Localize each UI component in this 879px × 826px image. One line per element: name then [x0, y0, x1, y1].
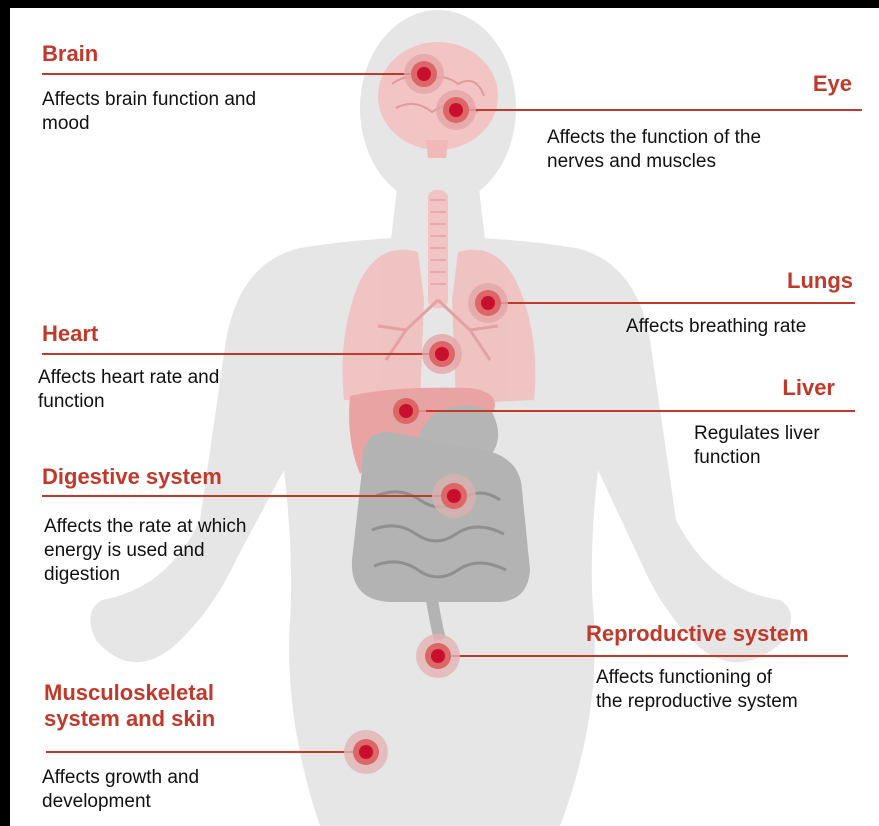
lungs-description: Affects breathing rate [626, 315, 806, 339]
eye-marker-icon [436, 90, 476, 130]
lungs-marker-icon [468, 283, 508, 323]
reproductive-description: Affects functioning of the reproductive … [596, 666, 798, 714]
brain-title: Brain [42, 41, 98, 67]
heart-marker-icon [422, 334, 462, 374]
eye-description: Affects the function of the nerves and m… [547, 126, 761, 174]
brain-description: Affects brain function and mood [42, 88, 256, 136]
heart-description: Affects heart rate and function [38, 366, 219, 414]
digestive-title: Digestive system [42, 464, 222, 490]
musculoskeletal-marker-icon [344, 730, 388, 774]
digestive-description: Affects the rate at which energy is used… [44, 515, 246, 587]
reproductive-title: Reproductive system [586, 621, 809, 647]
reproductive-marker-icon [416, 634, 460, 678]
liver-description: Regulates liver function [694, 422, 820, 470]
eye-title: Eye [813, 71, 852, 97]
trachea [428, 190, 448, 308]
digestive-marker-icon [432, 474, 476, 518]
lungs-title: Lungs [787, 268, 853, 294]
liver-title: Liver [782, 375, 835, 401]
musculoskeletal-description: Affects growth and development [42, 766, 199, 814]
brain-marker-icon [404, 54, 444, 94]
heart-title: Heart [42, 321, 98, 347]
liver-marker-icon [386, 391, 426, 431]
musculoskeletal-title: Musculoskeletal system and skin [44, 680, 215, 732]
